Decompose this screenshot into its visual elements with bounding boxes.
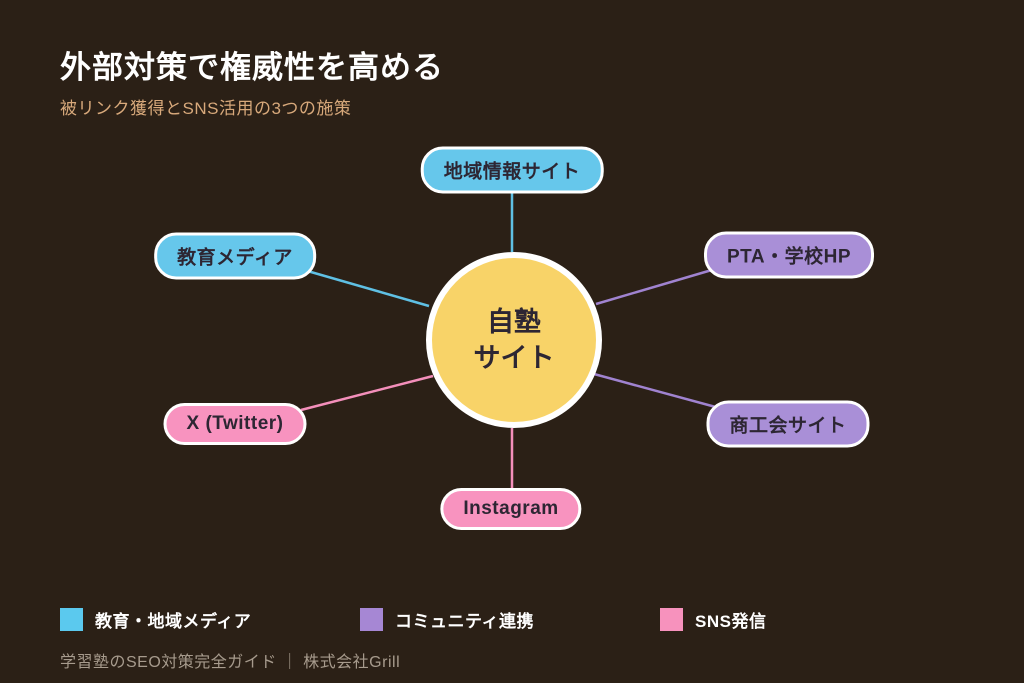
node-instagram: Instagram bbox=[440, 488, 582, 530]
page-title: 外部対策で権威性を高める bbox=[60, 50, 444, 85]
connector-pta bbox=[595, 265, 723, 306]
legend-item-education-media: 教育・地域メディア bbox=[60, 607, 251, 632]
page-subtitle: 被リンク獲得とSNS活用の3つの施策 bbox=[60, 99, 352, 118]
legend-label: 教育・地域メディア bbox=[95, 612, 252, 631]
node-x-twitter: X (Twitter) bbox=[163, 403, 307, 445]
hub-label-line2: サイト bbox=[473, 343, 555, 373]
hub-node-own-site: 自塾 サイト bbox=[426, 252, 602, 428]
node-pta-school-hp: PTA・学校HP bbox=[704, 231, 874, 279]
hub-label-line1: 自塾 bbox=[487, 306, 541, 337]
node-shokokai-site: 商工会サイト bbox=[706, 400, 870, 448]
footer-credit: 学習塾のSEO対策完全ガイド ｜ 株式会社Grill bbox=[60, 654, 401, 671]
legend-label: コミュニティ連携 bbox=[395, 612, 534, 631]
legend-item-community: コミュニティ連携 bbox=[360, 607, 534, 632]
node-education-media: 教育メディア bbox=[154, 232, 316, 280]
legend-swatch-sns-color bbox=[660, 608, 683, 631]
node-local-info-site: 地域情報サイト bbox=[420, 146, 604, 194]
legend-swatch-media-color bbox=[60, 608, 83, 631]
legend-item-sns: SNS発信 bbox=[660, 607, 766, 632]
connector-x-twitter bbox=[300, 374, 434, 412]
connector-shokokai bbox=[593, 372, 724, 411]
connector-edu-media bbox=[296, 266, 430, 308]
legend-label: SNS発信 bbox=[695, 612, 767, 631]
legend-swatch-community-color bbox=[360, 608, 383, 631]
